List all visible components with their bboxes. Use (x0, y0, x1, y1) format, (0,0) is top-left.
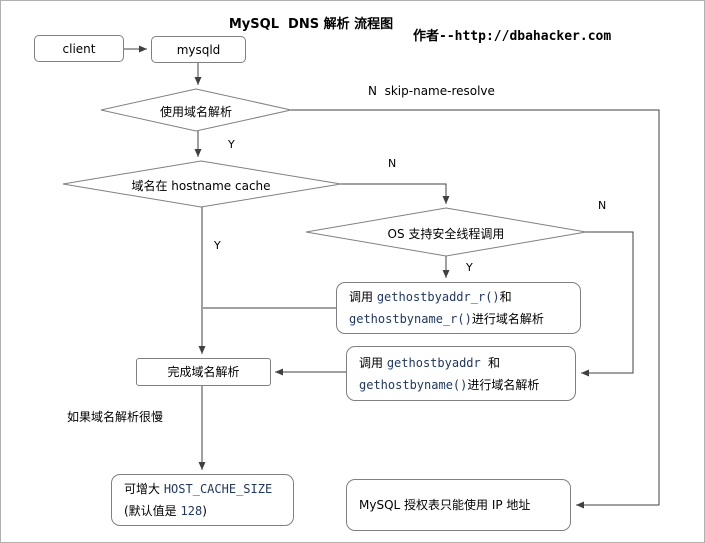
edge-label-skip-name-resolve: N skip-name-resolve (368, 84, 495, 98)
node-resolve-done-label: 完成域名解析 (167, 365, 240, 379)
edge-label-cache-no: N (388, 157, 397, 170)
edge-threadsafe-no (581, 231, 634, 377)
node-client: client (34, 35, 124, 62)
page-title: MySQL DNS 解析 流程图 (228, 17, 394, 32)
node-client-label: client (62, 41, 96, 56)
node-increase-host-cache-size-label: 可增大 HOST_CACHE_SIZE(默认值是 128) (124, 482, 273, 518)
node-resolve-done: 完成域名解析 (136, 358, 271, 386)
edge-label-slow-note: 如果域名解析很慢 (67, 410, 164, 424)
node-increase-host-cache-size: 可增大 HOST_CACHE_SIZE(默认值是 128) (111, 474, 294, 526)
edge-label-cache-yes: Y (214, 239, 221, 252)
node-grant-ip-only: MySQL 授权表只能使用 IP 地址 (346, 479, 571, 531)
node-mysqld-label: mysqld (176, 42, 221, 57)
edge-cache-no (341, 183, 450, 204)
diamond-use-dns-label: 使用域名解析 (159, 105, 232, 119)
diamond-os-thread-safe-label: OS 支持安全线程调用 (387, 227, 505, 241)
diamond-hostname-cache-shape (62, 160, 342, 208)
edge-label-threadsafe-no: N (598, 199, 607, 212)
author-watermark: 作者--http://dbahacker.com (413, 29, 612, 44)
edge-skip-name-resolve (291, 109, 660, 509)
node-mysqld: mysqld (151, 36, 246, 63)
diamond-use-dns-shape (100, 88, 292, 132)
diamond-hostname-cache-label: 域名在 hostname cache (131, 179, 271, 193)
edge-label-use-dns-yes: Y (228, 138, 235, 151)
edge-label-threadsafe-yes: Y (466, 261, 473, 274)
node-grant-ip-only-label: MySQL 授权表只能使用 IP 地址 (359, 498, 531, 512)
diamond-os-thread-safe-shape (305, 207, 587, 257)
